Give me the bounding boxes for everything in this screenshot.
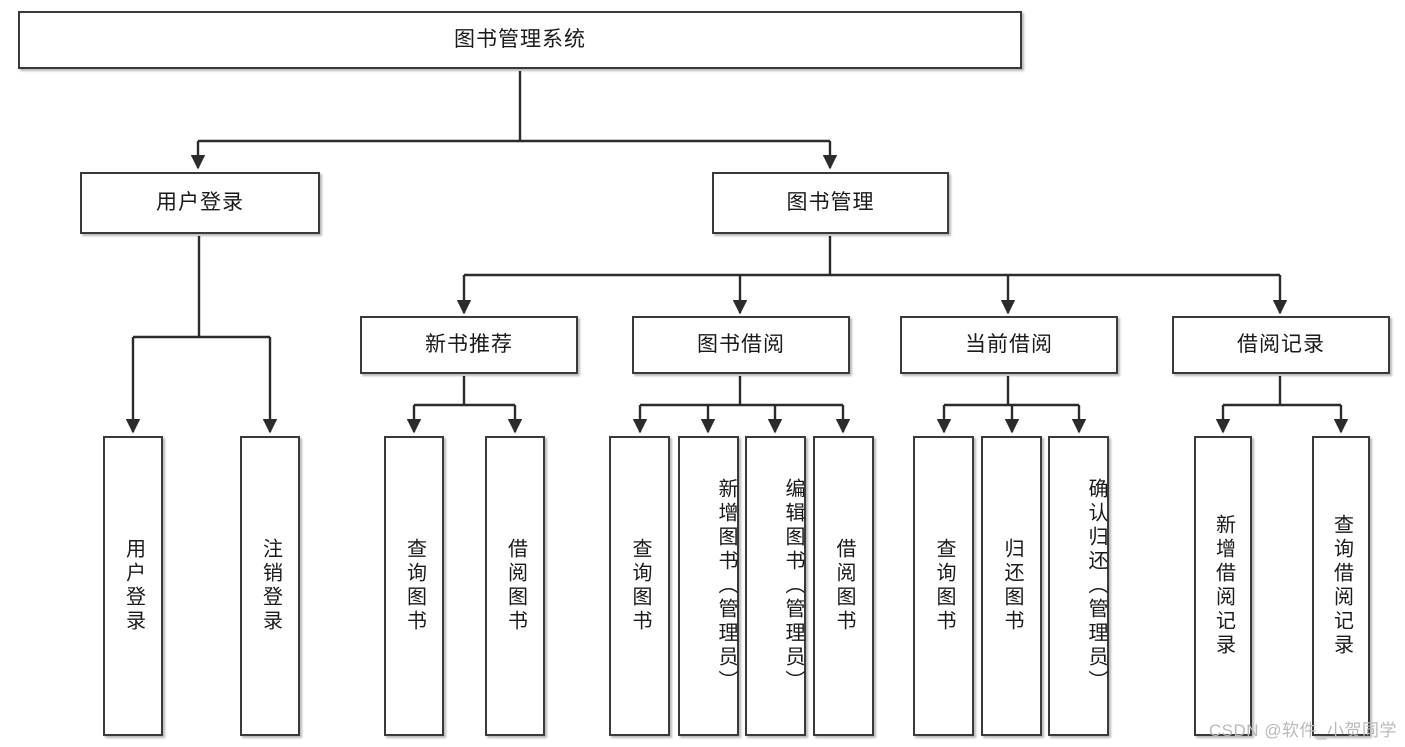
leaf-user-login-login[interactable]: 用户登录 [103,436,163,736]
node-label: 归还图书 [1001,538,1023,634]
leaf-new-book-query-book[interactable]: 查询图书 [384,436,444,736]
leaf-book-borrow-add-book-admin[interactable]: 新增图书（管理员） [678,436,739,736]
leaf-current-borrow-confirm-return-admin[interactable]: 确认归还（管理员） [1048,436,1109,736]
node-label: 图书管理 [786,191,875,215]
leaf-book-borrow-borrow-book[interactable]: 借阅图书 [813,436,874,736]
node-label: 借阅记录 [1237,333,1325,357]
node-label: 查询借阅记录 [1330,514,1353,658]
node-label: 新增借阅记录 [1212,514,1235,658]
node-label: 查询图书 [933,538,955,634]
node-user-login[interactable]: 用户登录 [80,172,320,234]
node-book-management[interactable]: 图书管理 [712,172,949,234]
node-new-book-recommend[interactable]: 新书推荐 [360,316,578,374]
node-label: 查询图书 [403,538,426,634]
leaf-book-borrow-edit-book-admin[interactable]: 编辑图书（管理员） [745,436,806,736]
node-label: 新书推荐 [425,333,513,357]
leaf-borrow-records-add-record[interactable]: 新增借阅记录 [1194,436,1252,736]
leaf-current-borrow-query-book[interactable]: 查询图书 [913,436,974,736]
leaf-user-login-logout[interactable]: 注销登录 [240,436,300,736]
node-label: 用户登录 [122,538,145,634]
node-label: 图书管理系统 [454,28,586,52]
node-label: 注销登录 [259,538,282,634]
node-borrow-records[interactable]: 借阅记录 [1172,316,1390,374]
node-label: 借阅图书 [833,538,855,634]
node-label: 编辑图书（管理员） [782,478,804,694]
node-label: 用户登录 [156,191,244,215]
node-label: 借阅图书 [504,538,527,634]
node-label: 确认归还（管理员） [1085,478,1107,694]
leaf-new-book-borrow-book[interactable]: 借阅图书 [485,436,545,736]
node-label: 图书借阅 [697,333,785,357]
node-current-borrow[interactable]: 当前借阅 [900,316,1118,374]
node-book-borrow[interactable]: 图书借阅 [632,316,850,374]
node-label: 查询图书 [629,538,651,634]
node-label: 当前借阅 [965,333,1053,357]
leaf-book-borrow-query-book[interactable]: 查询图书 [609,436,670,736]
watermark-text: CSDN @软件_小贺同学 [1208,721,1397,740]
leaf-borrow-records-query-record[interactable]: 查询借阅记录 [1312,436,1370,736]
node-root-book-management-system[interactable]: 图书管理系统 [18,11,1022,69]
node-label: 新增图书（管理员） [715,478,737,694]
leaf-current-borrow-return-book[interactable]: 归还图书 [981,436,1042,736]
